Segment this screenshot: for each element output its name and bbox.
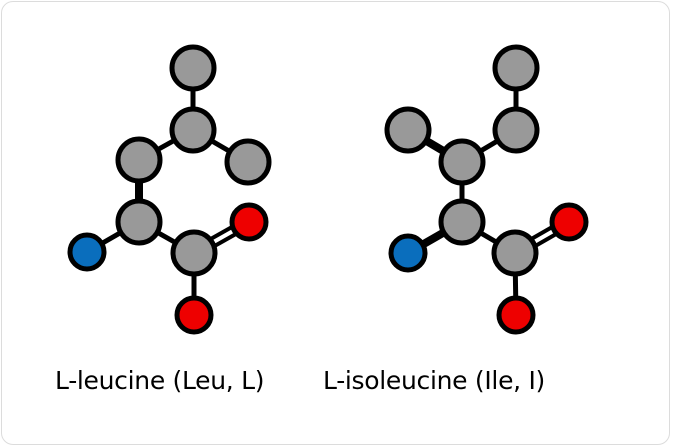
oxygen-atom bbox=[549, 202, 589, 242]
carbon-atom bbox=[438, 138, 486, 186]
carbon-atom bbox=[492, 44, 540, 92]
oxygen-atom bbox=[496, 295, 536, 335]
oxygen-atom bbox=[229, 202, 269, 242]
leucine-label: L-leucine (Leu, L) bbox=[55, 366, 265, 395]
carbon-atom bbox=[384, 106, 432, 154]
isoleucine-label: L-isoleucine (Ile, I) bbox=[323, 366, 545, 395]
leucine-structure bbox=[67, 44, 272, 335]
isoleucine-structure bbox=[384, 44, 589, 335]
carbon-atom bbox=[224, 138, 272, 186]
carbon-atom bbox=[169, 44, 217, 92]
carbon-atom bbox=[115, 136, 163, 184]
carbon-atom bbox=[438, 198, 486, 246]
oxygen-atom bbox=[174, 295, 214, 335]
nitrogen-atom bbox=[67, 232, 107, 272]
carbon-atom bbox=[170, 229, 218, 277]
carbon-atom bbox=[492, 106, 540, 154]
carbon-atom bbox=[115, 198, 163, 246]
carbon-atom bbox=[491, 229, 539, 277]
carbon-atom bbox=[169, 106, 217, 154]
nitrogen-atom bbox=[388, 233, 428, 273]
